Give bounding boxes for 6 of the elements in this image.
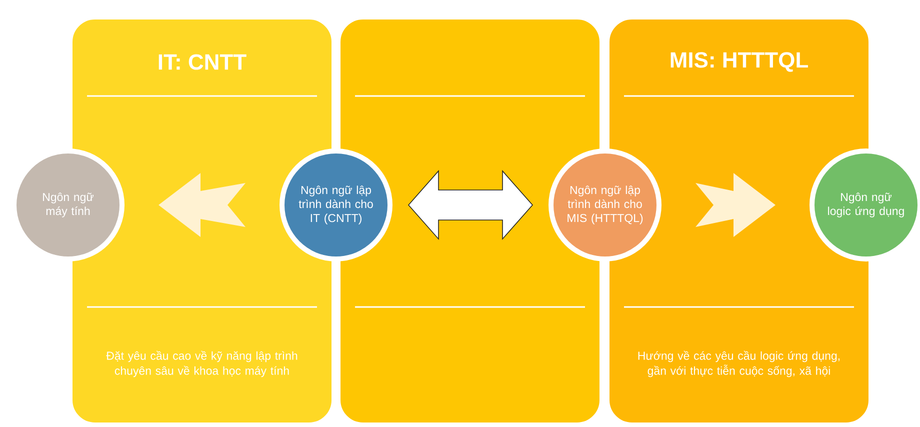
panel-title: IT: CNTT bbox=[158, 54, 246, 70]
panel-title: MIS: HTTTQL bbox=[670, 52, 808, 72]
block-arrow bbox=[158, 173, 246, 237]
panel-description: Hướng về các yêu cầu logic ứng dụng, gần với thực tiễn cuộc sống, xã hội bbox=[638, 350, 840, 378]
panel-description: Đặt yêu cầu cao về kỹ năng lập trình chuyên sâu về khoa học máy tính bbox=[106, 350, 298, 378]
block-arrow bbox=[696, 173, 776, 237]
